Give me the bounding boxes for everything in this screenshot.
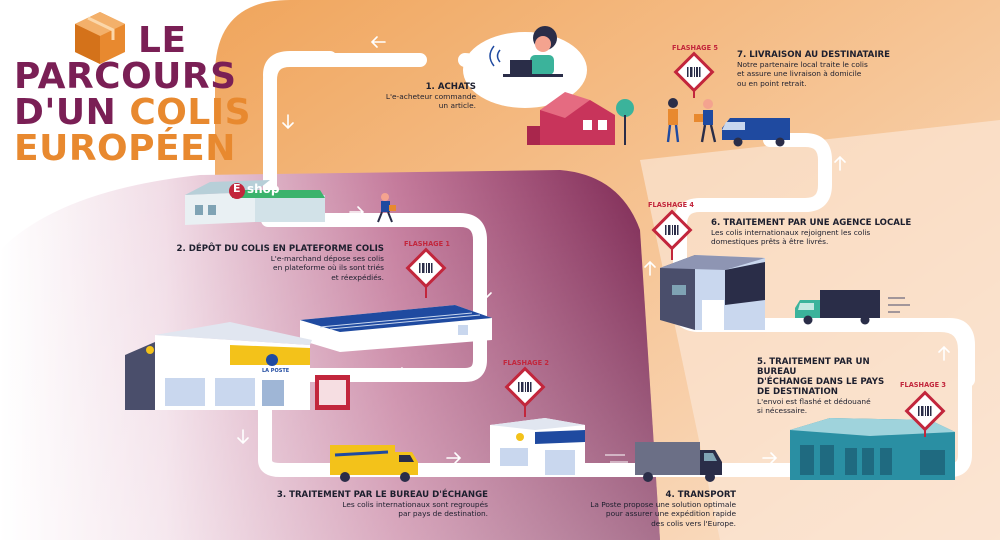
parcel-logo-icon	[75, 12, 125, 64]
title-line-4: EUROPÉEN	[14, 128, 236, 169]
step-7-title: 7. LIVRAISON AU DESTINATAIRE	[737, 50, 891, 60]
courier-person	[377, 193, 396, 223]
title-line-3: D'UN COLIS	[14, 94, 251, 132]
step-1-text-2: un article.	[438, 101, 476, 111]
step-6: 6. TRAITEMENT PAR UNE AGENCE LOCALE Les …	[711, 218, 917, 247]
title-line-3-a: D'UN	[14, 92, 130, 133]
step-4: 4. TRANSPORT La Poste propose une soluti…	[556, 490, 736, 528]
step-1-title: 1. ACHATS	[425, 82, 476, 92]
barcode-markers	[405, 51, 946, 437]
flashage-4-label: FLASHAGE 4	[648, 201, 694, 209]
title-line-1: LE	[138, 20, 187, 61]
flashage-2-label: FLASHAGE 2	[503, 359, 549, 367]
step-1-text-1: L'e-acheteur commande	[385, 92, 476, 101]
laposte-yellow-truck	[330, 445, 418, 482]
step-7-text-1: Notre partenaire local traite le colis	[737, 60, 868, 69]
step-6-text-2: domestiques prêts à être livrés.	[711, 237, 829, 247]
step-5-title-2: D'ÉCHANGE DANS LE PAYS	[757, 377, 885, 387]
step-7-text-3: ou en point retrait.	[737, 78, 807, 88]
step-3-title: 3. TRAITEMENT PAR LE BUREAU D'ÉCHANGE	[276, 490, 488, 500]
step-1: 1. ACHATS L'e-acheteur commande un artic…	[356, 82, 476, 111]
step-5-title-1: 5. TRAITEMENT PAR UN BUREAU	[757, 357, 870, 377]
laposte-building	[125, 322, 350, 410]
step-5-title-3: DE DESTINATION	[757, 387, 838, 397]
step-3: 3. TRAITEMENT PAR LE BUREAU D'ÉCHANGE Le…	[270, 490, 488, 519]
title-line-3-b: COLIS	[129, 92, 252, 133]
step-4-title: 4. TRANSPORT	[665, 490, 736, 500]
flashage-3-label: FLASHAGE 3	[900, 381, 946, 389]
eshop-building	[185, 180, 325, 225]
step-5-text-2: si nécessaire.	[757, 406, 808, 416]
delivery-people	[666, 98, 717, 143]
eshop-letter: E	[233, 182, 241, 195]
local-agency-building	[660, 255, 765, 330]
step-2: 2. DÉPÔT DU COLIS EN PLATEFORME COLIS L'…	[170, 244, 385, 282]
step-7: 7. LIVRAISON AU DESTINATAIRE Notre parte…	[737, 50, 912, 88]
flashage-1-label: FLASHAGE 1	[404, 240, 450, 248]
title-line-2: PARCOURS	[14, 56, 237, 97]
local-truck	[795, 290, 910, 325]
exchange-office-building	[490, 418, 585, 475]
buyer-house	[527, 92, 634, 145]
parcel-platform-building	[300, 305, 492, 352]
step-2-text-1: L'e-marchand dépose ses colis	[270, 254, 384, 263]
step-2-text-2: en plateforme où ils sont triés	[273, 263, 384, 273]
step-3-text-2: par pays de destination.	[398, 509, 488, 519]
step-5-text-1: L'envoi est flashé et dédouané	[757, 397, 871, 406]
step-6-title: 6. TRAITEMENT PAR UNE AGENCE LOCALE	[711, 218, 912, 228]
step-5: 5. TRAITEMENT PAR UN BUREAU D'ÉCHANGE DA…	[757, 357, 907, 416]
step-2-title: 2. DÉPÔT DU COLIS EN PLATEFORME COLIS	[176, 244, 385, 254]
laposte-sign: LA POSTE	[262, 368, 290, 374]
step-2-text-3: et réexpédiés.	[331, 272, 384, 282]
step-4-text-3: des colis vers l'Europe.	[651, 518, 736, 528]
step-7-text-2: et assure une livraison à domicile	[737, 69, 862, 79]
step-6-text-1: Les colis internationaux rejoignent les …	[711, 228, 871, 237]
eshop-label: shop	[247, 182, 280, 196]
destination-exchange-building	[790, 418, 955, 480]
step-4-text-1: La Poste propose une solution optimale	[590, 500, 736, 509]
delivery-van	[722, 118, 790, 147]
flashage-5-label: FLASHAGE 5	[672, 44, 718, 52]
transport-truck	[600, 442, 722, 482]
step-4-text-2: pour assurer une expédition rapide	[605, 509, 736, 519]
step-3-text-1: Les colis internationaux sont regroupés	[342, 500, 488, 509]
